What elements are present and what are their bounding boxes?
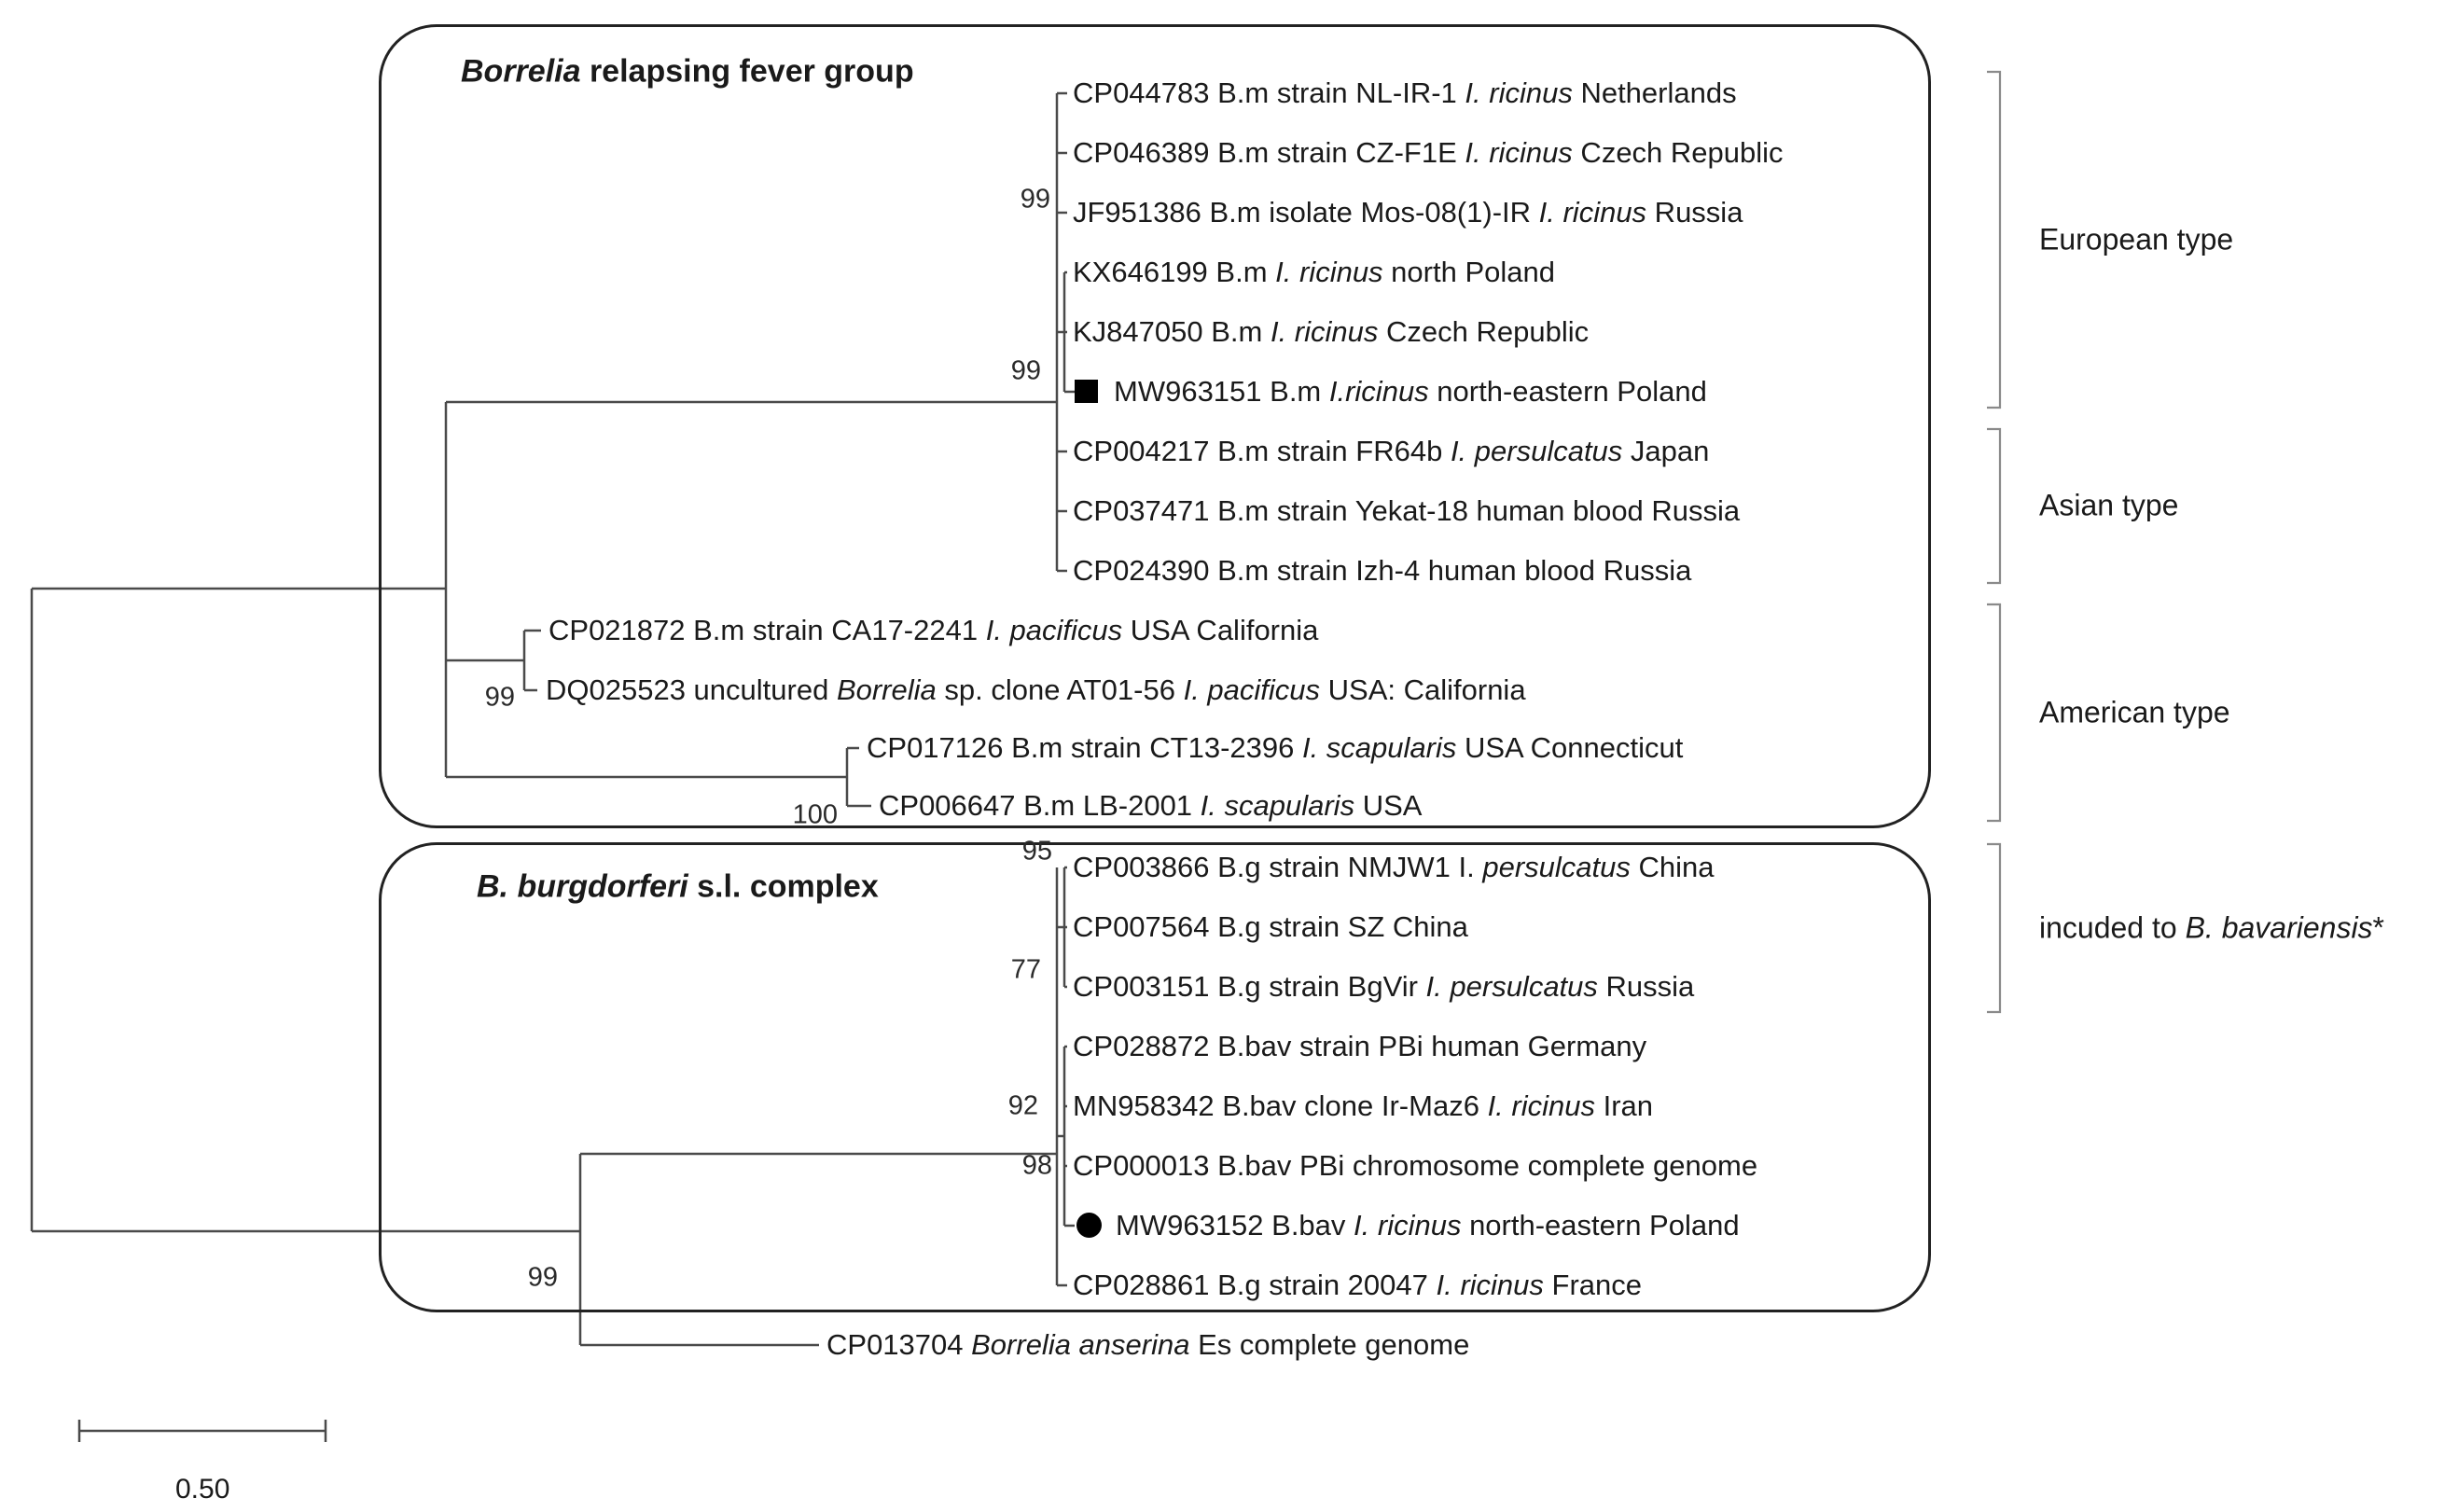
taxon-CP003866: CP003866 B.g strain NMJW1 I. persulcatus… xyxy=(1073,851,1715,883)
bootstrap-value: 99 xyxy=(527,1262,558,1293)
tree-branch-lines xyxy=(30,91,1075,1347)
taxon-CP013704: CP013704 Borrelia anserina Es complete g… xyxy=(826,1328,1470,1361)
taxon-MW963151: MW963151 B.m I.ricinus north-eastern Pol… xyxy=(1075,375,1707,409)
bootstrap-value: 95 xyxy=(1021,836,1052,867)
taxon-CP003151: CP003151 B.g strain BgVir I. persulcatus… xyxy=(1073,970,1695,1003)
bootstrap-value: 98 xyxy=(1021,1150,1052,1181)
taxon-CP037471: CP037471 B.m strain Yekat-18 human blood… xyxy=(1073,494,1741,527)
bootstrap-value: 99 xyxy=(1020,184,1050,215)
bootstrap-value: 77 xyxy=(1010,954,1041,985)
taxon-CP017126: CP017126 B.m strain CT13-2396 I. scapula… xyxy=(867,731,1684,764)
taxon-MN958342: MN958342 B.bav clone Ir-Maz6 I. ricinus … xyxy=(1073,1089,1654,1122)
clade-label-european-type: European type xyxy=(2039,222,2234,257)
taxon-CP024390: CP024390 B.m strain Izh-4 human blood Ru… xyxy=(1073,554,1692,587)
clade-label-american-type: American type xyxy=(2039,695,2230,729)
filled-square-marker xyxy=(1075,380,1098,404)
taxon-label: MW963151 B.m I.ricinus north-eastern Pol… xyxy=(1114,375,1707,408)
scale-bar xyxy=(77,1420,327,1442)
taxon-CP046389: CP046389 B.m strain CZ-F1E I. ricinus Cz… xyxy=(1073,136,1784,169)
burgdorferi-complex-box xyxy=(379,842,1931,1312)
scale-bar-label: 0.50 xyxy=(175,1474,230,1505)
bootstrap-value: 99 xyxy=(1010,355,1041,386)
taxon-CP021872: CP021872 B.m strain CA17-2241 I. pacific… xyxy=(549,614,1319,646)
group-title-burgdorferi-complex: B. burgdorferi s.l. complex xyxy=(477,868,879,905)
relapsing-fever-group-box xyxy=(379,24,1931,828)
clade-label-asian-type: Asian type xyxy=(2039,488,2179,522)
clade-label-incuded-to-bavariensis: incuded to B. bavariensis* xyxy=(2039,910,2384,945)
taxon-KX646199: KX646199 B.m I. ricinus north Poland xyxy=(1073,256,1555,288)
bootstrap-value: 99 xyxy=(484,682,515,713)
taxon-CP044783: CP044783 B.m strain NL-IR-1 I. ricinus N… xyxy=(1073,76,1737,109)
taxon-DQ025523: DQ025523 uncultured Borrelia sp. clone A… xyxy=(546,673,1526,706)
taxon-KJ847050: KJ847050 B.m I. ricinus Czech Republic xyxy=(1073,315,1590,348)
taxon-CP004217: CP004217 B.m strain FR64b I. persulcatus… xyxy=(1073,435,1710,467)
taxon-MW963152: MW963152 B.bav I. ricinus north-eastern … xyxy=(1076,1209,1740,1242)
bootstrap-value: 92 xyxy=(1007,1090,1038,1121)
taxon-CP028872: CP028872 B.bav strain PBi human Germany xyxy=(1073,1030,1647,1062)
bootstrap-value: 100 xyxy=(792,799,838,830)
clade-brackets xyxy=(1987,70,2002,1014)
filled-circle-marker xyxy=(1076,1213,1102,1239)
taxon-JF951386: JF951386 B.m isolate Mos-08(1)-IR I. ric… xyxy=(1073,196,1743,229)
taxon-CP028861: CP028861 B.g strain 20047 I. ricinus Fra… xyxy=(1073,1269,1643,1301)
group-title-relapsing-fever: Borrelia relapsing fever group xyxy=(461,53,914,90)
taxon-CP006647: CP006647 B.m LB-2001 I. scapularis USA xyxy=(879,789,1423,822)
taxon-CP007564: CP007564 B.g strain SZ China xyxy=(1073,910,1468,943)
taxon-CP000013: CP000013 B.bav PBi chromosome complete g… xyxy=(1073,1149,1758,1182)
taxon-label: MW963152 B.bav I. ricinus north-eastern … xyxy=(1116,1209,1740,1242)
